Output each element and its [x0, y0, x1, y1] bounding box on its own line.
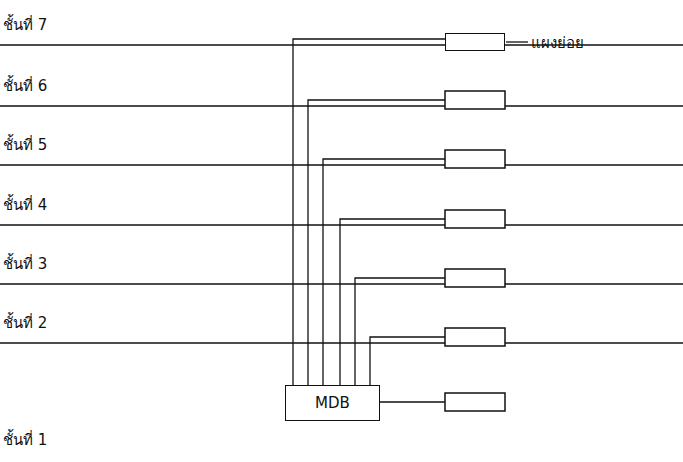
sub-panel — [445, 269, 505, 287]
board-label: MDB — [315, 394, 350, 412]
floor-label: ชั้นที่ 7 — [3, 13, 47, 37]
feeder-wire — [370, 337, 445, 385]
feeder-wire — [308, 100, 445, 385]
sub-panel — [445, 150, 505, 168]
floor-label: ชั้นที่ 3 — [3, 252, 47, 276]
leader-line — [506, 41, 528, 42]
sub-panel: แผงย่อย — [445, 33, 505, 51]
feeder-wire — [323, 159, 445, 385]
floor-line — [0, 164, 683, 165]
feeder-wire — [340, 219, 445, 385]
floor-line — [0, 283, 683, 284]
feeder-wire — [380, 401, 445, 402]
floor-label: ชั้นที่ 6 — [3, 74, 47, 98]
feeder-wire — [355, 278, 445, 385]
floor-line — [0, 105, 683, 106]
sub-panel — [445, 210, 505, 228]
main-distribution-board: MDB — [285, 385, 380, 421]
floor-line — [0, 224, 683, 225]
floor-line — [0, 342, 683, 343]
sub-panel — [445, 393, 505, 411]
callout-label: แผงย่อย — [531, 31, 584, 55]
floor-label: ชั้นที่ 2 — [3, 311, 47, 335]
sub-panel — [445, 91, 505, 109]
floor-label: ชั้นที่ 4 — [3, 193, 47, 217]
sub-panel — [445, 328, 505, 346]
floor-label: ชั้นที่ 1 — [3, 428, 47, 452]
feeder-wire — [293, 39, 445, 385]
floor-label: ชั้นที่ 5 — [3, 133, 47, 157]
